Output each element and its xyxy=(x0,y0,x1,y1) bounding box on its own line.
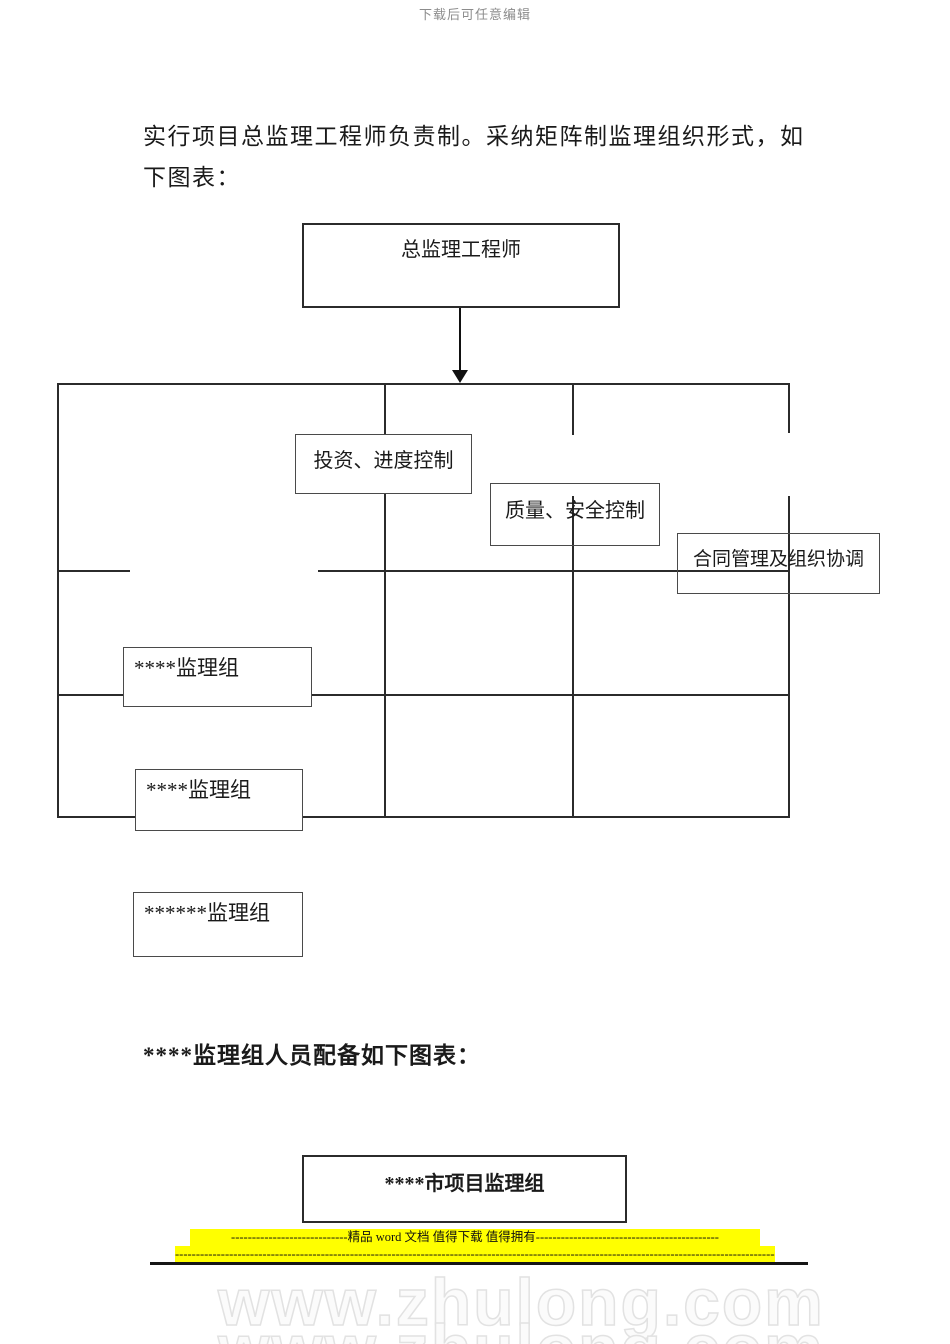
connector-line xyxy=(459,308,461,372)
chart-box-label: ****监理组 xyxy=(134,656,239,680)
chart-box-supervision-group-2: ****监理组 xyxy=(135,769,303,831)
grid-line-top xyxy=(57,383,790,385)
chart-box-chief-engineer: 总监理工程师 xyxy=(302,223,620,308)
promo-dash-line: ----------------------------------------… xyxy=(175,1246,775,1262)
section-heading: ****监理组人员配备如下图表： xyxy=(143,1043,481,1068)
chart-box-label: 质量、安全控制 xyxy=(505,500,645,522)
line-gap-patch xyxy=(783,433,797,496)
chart-box-supervision-group-1: ****监理组 xyxy=(123,647,312,707)
chart-box-city-project-supervision-group: ****市项目监理组 xyxy=(302,1155,627,1223)
grid-line-right xyxy=(788,383,790,818)
line-gap-patch xyxy=(130,565,318,577)
chart-box-label: ****市项目监理组 xyxy=(384,1173,545,1195)
grid-line-left xyxy=(57,383,59,818)
watermark-text-second-row: www.zhulong.com xyxy=(217,1310,825,1344)
chart-box-investment-progress-control: 投资、进度控制 xyxy=(295,434,472,494)
grid-line-row2 xyxy=(57,694,790,696)
watermark-text: www.zhulong.com xyxy=(217,1264,825,1340)
chart-box-quality-safety-control: 质量、安全控制 xyxy=(490,483,660,546)
promo-highlight-line: ----------------------------精品 word 文档 值… xyxy=(190,1229,760,1246)
chart-box-supervision-group-3: ******监理组 xyxy=(133,892,303,957)
arrow-down-icon xyxy=(452,370,468,383)
chart-box-label: ****监理组 xyxy=(146,778,251,802)
grid-line-col2 xyxy=(572,383,574,818)
chart-box-label: 总监理工程师 xyxy=(401,239,521,261)
grid-line-row1 xyxy=(57,570,790,572)
line-gap-patch xyxy=(566,435,580,496)
chart-box-label: ******监理组 xyxy=(144,901,270,925)
grid-line-bottom xyxy=(57,816,790,818)
chart-box-contract-management-coordination: 合同管理及组织协调 xyxy=(677,533,880,594)
header-note: 下载后可任意编辑 xyxy=(418,7,531,22)
bottom-rule xyxy=(150,1262,808,1265)
chart-box-label: 合同管理及组织协调 xyxy=(692,549,864,570)
chart-box-label: 投资、进度控制 xyxy=(313,450,454,472)
grid-line-col1 xyxy=(384,383,386,818)
intro-paragraph: 实行项目总监理工程师负责制。采纳矩阵制监理组织形式，如下图表： xyxy=(143,124,805,190)
